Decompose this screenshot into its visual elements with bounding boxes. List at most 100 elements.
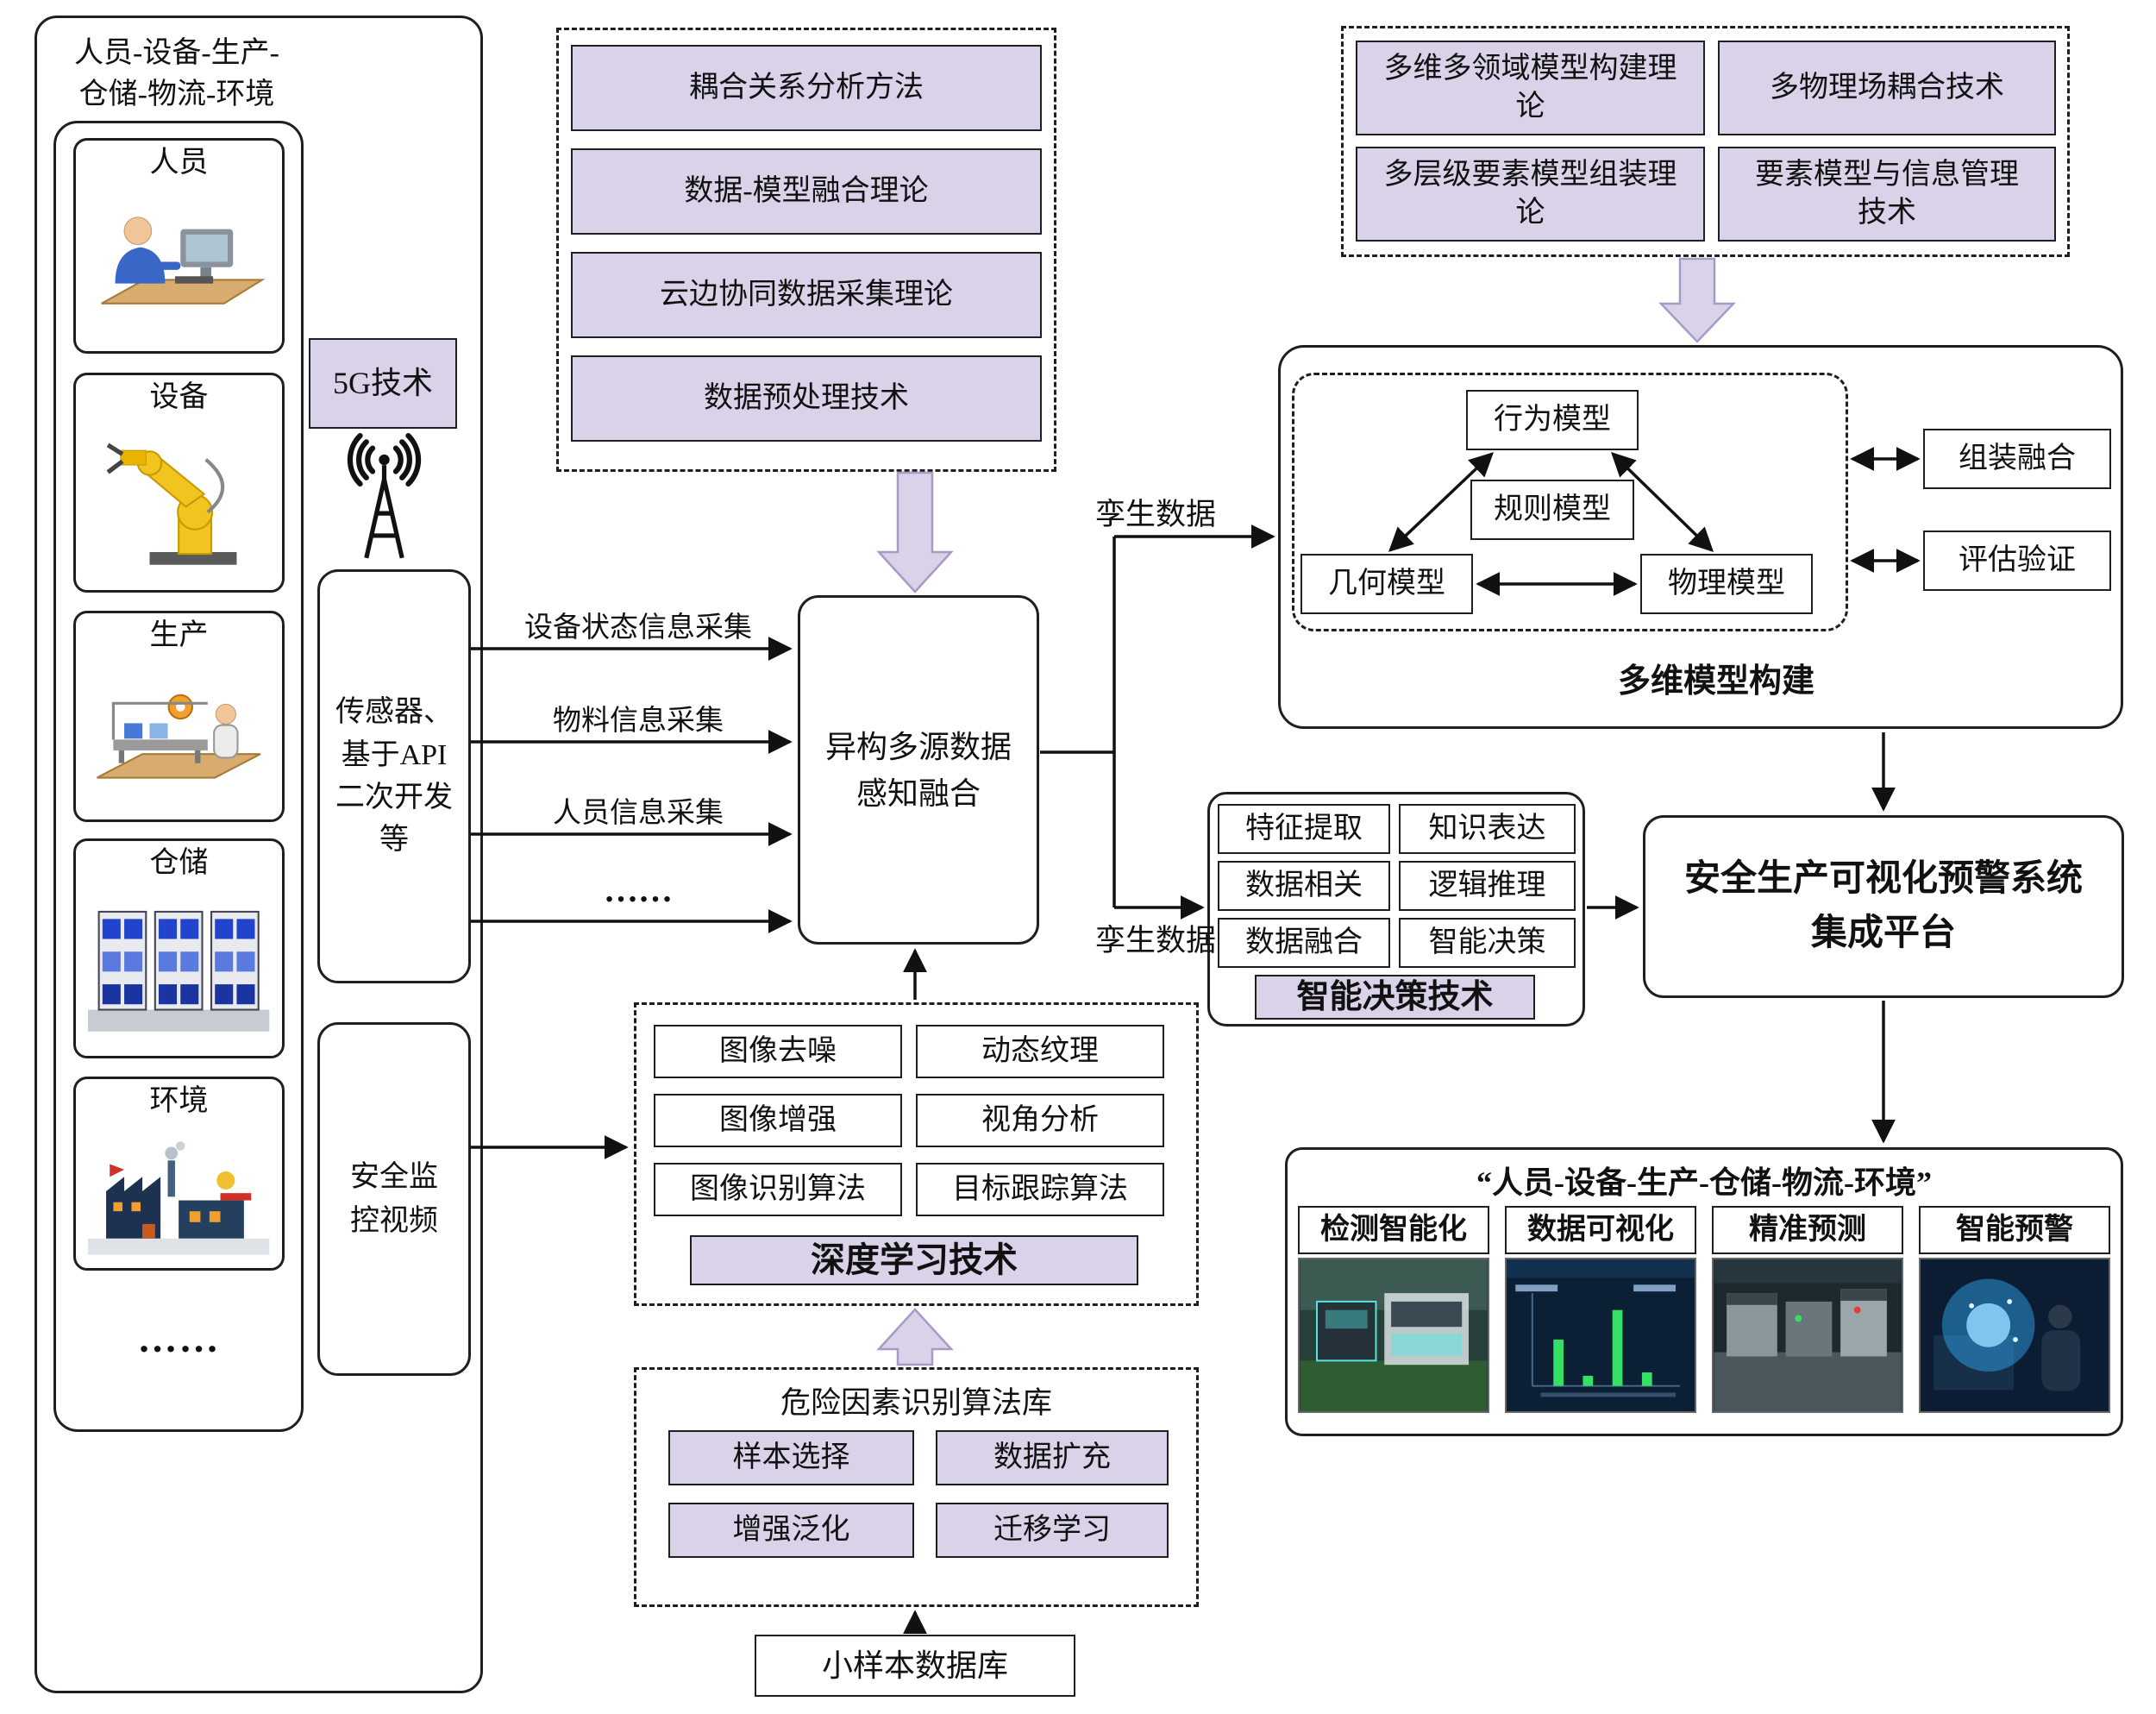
data-fusion-line2: 感知融合	[856, 775, 981, 811]
block-arrow-theory-to-model	[1658, 257, 1736, 343]
left-panel-title-line2: 仓储-物流-环境	[78, 78, 275, 110]
cell-image-enhancement: 图像增强	[654, 1094, 902, 1147]
panel-label-prediction-text: 精准预测	[1749, 1214, 1866, 1246]
cell-generalization-label: 增强泛化	[732, 1514, 850, 1547]
theory-multidomain-model: 多维多领域模型构建理论	[1356, 41, 1705, 135]
decision-group-caption: 智能决策技术	[1255, 975, 1535, 1020]
hazard-library-title: 危险因素识别算法库	[780, 1386, 1052, 1420]
theory-element-info-management-label: 要素模型与信息管理技术	[1755, 159, 2019, 229]
theory-preprocessing: 数据预处理技术	[571, 355, 1042, 442]
panel-label-visualization: 数据可视化	[1505, 1206, 1696, 1254]
acq-label-personnel: 人员信息采集	[553, 798, 724, 829]
cell-data-fusion-label: 数据融合	[1245, 926, 1363, 959]
entity-card-environment: 环境	[73, 1077, 285, 1271]
twin-data-label-bottom: 孪生数据	[1094, 924, 1216, 957]
model-region-caption: 多维模型构建	[1617, 663, 1814, 700]
warning-thumbnail	[1919, 1258, 2110, 1413]
small-sample-db-box: 小样本数据库	[755, 1635, 1075, 1697]
cell-image-recognition: 图像识别算法	[654, 1163, 902, 1216]
theory-cloud-edge-collection-label: 云边协同数据采集理论	[660, 279, 953, 311]
behavior-model-box: 行为模型	[1466, 390, 1639, 450]
platform-box: 安全生产可视化预警系统 集成平台	[1643, 815, 2124, 998]
personnel-image	[101, 217, 266, 305]
cell-data-augmentation: 数据扩充	[936, 1430, 1169, 1485]
entity-card-equipment: 设备	[73, 373, 285, 593]
cell-dynamic-texture-label: 动态纹理	[981, 1035, 1099, 1068]
theory-multiphysics-coupling-label: 多物理场耦合技术	[1770, 72, 2004, 104]
warehouse-image	[88, 910, 270, 1032]
five-g-label: 5G技术	[333, 366, 433, 401]
physics-model-box: 物理模型	[1640, 554, 1813, 614]
deep-learning-caption: 深度学习技术	[690, 1235, 1138, 1285]
cell-feature-extraction: 特征提取	[1218, 804, 1390, 854]
five-g-box: 5G技术	[309, 338, 457, 429]
video-source-box: 安全监控视频	[317, 1022, 471, 1376]
cell-intelligent-decision: 智能决策	[1399, 918, 1576, 968]
cell-data-fusion: 数据融合	[1218, 918, 1390, 968]
left-column-ellipsis: ……	[137, 1316, 221, 1360]
theory-element-info-management: 要素模型与信息管理技术	[1718, 147, 2056, 242]
left-panel-title: 人员-设备-生产- 仓储-物流-环境	[47, 33, 306, 115]
cell-knowledge-representation: 知识表达	[1399, 804, 1576, 854]
panel-label-detection-text: 检测智能化	[1320, 1214, 1467, 1246]
decision-group-caption-label: 智能决策技术	[1296, 978, 1494, 1015]
cell-feature-extraction-label: 特征提取	[1245, 813, 1363, 845]
cell-logical-reasoning: 逻辑推理	[1399, 861, 1576, 911]
deep-learning-group	[634, 1002, 1199, 1306]
cell-data-augmentation-label: 数据扩充	[993, 1441, 1111, 1474]
panel-label-warning-text: 智能预警	[1956, 1214, 2073, 1246]
cell-image-enhancement-label: 图像增强	[719, 1104, 837, 1137]
sensor-source-box: 传感器、基于API二次开发等	[317, 569, 471, 983]
entity-label-equipment: 设备	[149, 381, 209, 413]
theory-multidomain-model-label: 多维多领域模型构建理论	[1383, 53, 1677, 122]
block-arrow-theory-to-fusion	[876, 471, 954, 593]
geometry-model-label: 几何模型	[1328, 568, 1445, 600]
equipment-image	[106, 443, 237, 565]
assembly-fusion-label: 组装融合	[1959, 443, 2076, 475]
behavior-model-label: 行为模型	[1494, 404, 1611, 436]
result-box-title: “人员-设备-生产-仓储-物流-环境”	[1476, 1165, 1932, 1200]
rule-model-box: 规则模型	[1470, 480, 1634, 540]
physics-model-label: 物理模型	[1668, 568, 1785, 600]
cell-dynamic-texture: 动态纹理	[916, 1025, 1164, 1078]
acq-label-equipment-status: 设备状态信息采集	[524, 612, 752, 644]
cell-data-correlation-label: 数据相关	[1245, 870, 1363, 902]
block-arrow-hazard-to-deep	[876, 1308, 954, 1366]
cell-knowledge-representation-label: 知识表达	[1428, 813, 1546, 845]
theory-multiphysics-coupling: 多物理场耦合技术	[1718, 41, 2056, 135]
entity-card-personnel: 人员	[73, 138, 285, 354]
cell-image-denoising: 图像去噪	[654, 1025, 902, 1078]
model-core-dashed	[1292, 373, 1848, 631]
hazard-library-group	[634, 1367, 1199, 1607]
cell-logical-reasoning-label: 逻辑推理	[1428, 870, 1546, 902]
cell-transfer-learning-label: 迁移学习	[993, 1514, 1111, 1547]
data-theory-group	[556, 28, 1056, 472]
acq-label-ellipsis: ……	[604, 870, 673, 909]
theory-multilevel-assembly-label: 多层级要素模型组装理论	[1383, 159, 1677, 229]
deep-learning-caption-label: 深度学习技术	[811, 1240, 1018, 1280]
platform-line2: 集成平台	[1810, 914, 1956, 953]
cell-image-denoising-label: 图像去噪	[719, 1035, 837, 1068]
production-image	[97, 694, 261, 779]
theory-coupling-analysis-label: 耦合关系分析方法	[689, 72, 924, 104]
data-fusion-node: 异构多源数据 感知融合	[798, 595, 1039, 945]
assembly-fusion-box: 组装融合	[1923, 429, 2111, 489]
panel-label-warning: 智能预警	[1919, 1206, 2110, 1254]
sensor-source-label: 传感器、基于API二次开发等	[335, 696, 453, 857]
theory-preprocessing-label: 数据预处理技术	[704, 382, 909, 415]
theory-multilevel-assembly: 多层级要素模型组装理论	[1356, 147, 1705, 242]
cell-view-analysis: 视角分析	[916, 1094, 1164, 1147]
entity-card-production: 生产	[73, 611, 285, 822]
left-panel-title-line1: 人员-设备-生产-	[74, 37, 279, 69]
entity-label-environment: 环境	[149, 1085, 209, 1117]
cell-view-analysis-label: 视角分析	[981, 1104, 1099, 1137]
panel-label-detection: 检测智能化	[1298, 1206, 1489, 1254]
cell-sample-selection-label: 样本选择	[732, 1441, 850, 1474]
cell-image-recognition-label: 图像识别算法	[690, 1173, 866, 1206]
cell-sample-selection: 样本选择	[668, 1430, 914, 1485]
entity-card-warehouse: 仓储	[73, 838, 285, 1058]
acq-label-material: 物料信息采集	[553, 706, 724, 737]
cell-transfer-learning: 迁移学习	[936, 1503, 1169, 1558]
panel-label-visualization-text: 数据可视化	[1527, 1214, 1674, 1246]
